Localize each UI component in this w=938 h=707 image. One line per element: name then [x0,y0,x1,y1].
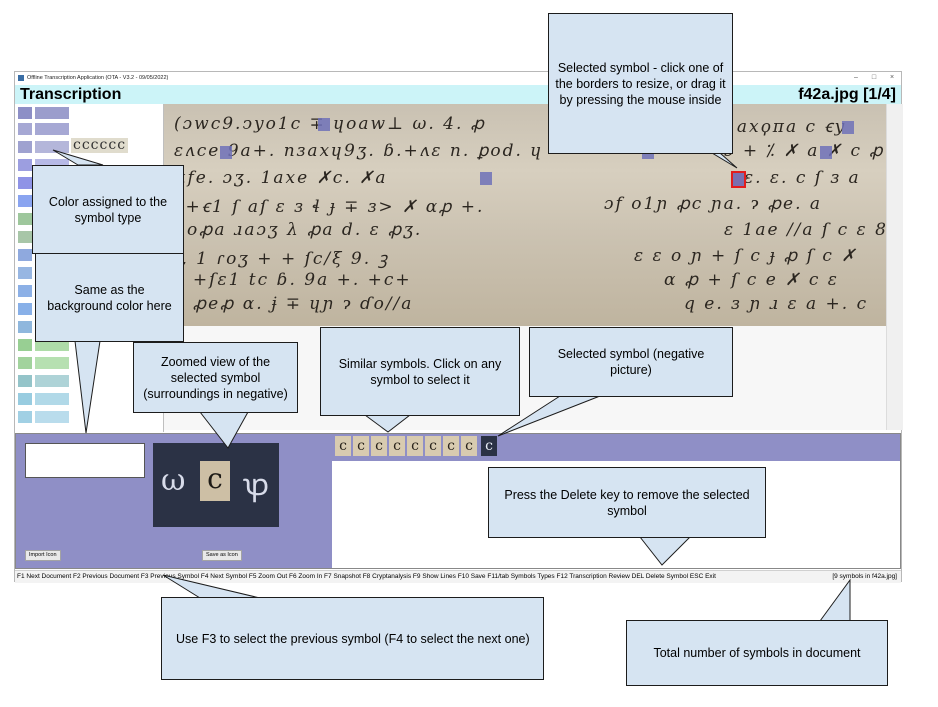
callout-zoomed-view: Zoomed view of the selected symbol (surr… [133,342,298,413]
maximize-button[interactable]: □ [871,74,877,81]
status-bar: F1 Next Document F2 Previous Document F3… [15,570,901,583]
manuscript-line: ɑ ꝓ + ſ c e ✗ c ɛ [664,270,839,290]
manuscript-line: ɔ+ꞓ1 ſ aſ ɛ ɜ ɬ ɟ ∓ ɜ> ✗ ɑꝓ +. [174,197,485,217]
zoom-left-glyph: ω [161,463,186,498]
callout-selected-symbol: Selected symbol - click one of the borde… [548,13,733,154]
zoomed-symbol-view: ω c ꝕ [153,443,279,527]
manuscript-line: q e. ɜ ɲ ɹ ɛ a +. c [684,294,869,314]
image-scrollbar[interactable] [886,104,903,430]
callout-color-assigned: Color assigned to the symbol type [32,165,184,254]
minimize-button[interactable]: – [854,74,858,81]
manuscript-line: ɛ. ɛ. c ſ ɜ a [744,168,861,188]
app-title: Offline Transcription Application (OTA -… [27,75,169,81]
marked-symbol[interactable] [220,146,232,159]
manuscript-line: ɟ, 1 ɾoʒ + + ſc/ξ 9. ꝫ [174,249,390,269]
callout-selected-negative: Selected symbol (negative picture) [529,327,733,397]
similar-symbol[interactable]: c [389,436,405,456]
similar-symbol[interactable]: c [443,436,459,456]
callout-total-symbols: Total number of symbols in document [626,620,888,686]
callout-similar-symbols: Similar symbols. Click on any symbol to … [320,327,520,416]
callout-pointer [819,578,851,622]
marked-symbol[interactable] [318,118,330,131]
manuscript-line: ɲoꝓa ɹaɔʒ λ ꝓa d. ɛ ꝓʒ. [174,220,423,240]
marked-symbol[interactable] [842,121,854,134]
page-title: Transcription [20,86,122,103]
selected-similar-symbol[interactable]: c [481,436,497,456]
callout-delete-key: Press the Delete key to remove the selec… [488,467,766,538]
symbol-type-preview: cccccc [71,137,129,153]
manuscript-image[interactable]: (ɔwc9.ↄyo1c ∓ ɥoaw⊥ ω. 4. ꝓ ɛʌce 9a+. nɜ… [164,104,902,326]
similar-symbol[interactable]: c [335,436,351,456]
similar-symbols-bar: c c c c c c c c c [332,434,900,461]
selected-symbol-box[interactable] [731,171,746,188]
symbol-color-box[interactable] [25,443,145,478]
similar-symbol[interactable]: c [371,436,387,456]
manuscript-line: ɛʌce 9a+. nɜaxɥ9ʒ. ɓ.+ʌɛ n. ꝑod. ɥ [174,141,544,161]
symbol-detail-panel: ω c ꝕ Import Icon Save as Icon c c c c c… [15,433,901,569]
header-bar: Transcription f42a.jpg [1/4] [15,85,901,104]
manuscript-line: ɛ ɛ o ɲ + ſ c ɟ ꝓ ſ c ✗ [634,246,858,266]
zoom-selected-glyph: c [200,461,230,501]
document-title: f42a.jpg [1/4] [798,86,896,103]
marked-symbol[interactable] [480,172,492,185]
manuscript-line: ɑfe. ɔʒ. 1axe ✗c. ✗a [174,168,388,188]
zoom-right-glyph: ꝕ [243,468,270,503]
similar-symbol[interactable]: c [461,436,477,456]
callout-f3-hint: Use F3 to select the previous symbol (F4… [161,597,544,680]
symbol-editor: ω c ꝕ Import Icon Save as Icon [16,434,332,568]
save-as-icon-button[interactable]: Save as Icon [202,550,242,561]
close-button[interactable]: × [889,74,895,81]
manuscript-line: ɔ ꝓeꝓ ɑ. ɉ ∓ ɥɲ ɂ ɗo//a [174,294,414,314]
import-icon-button[interactable]: Import Icon [25,550,61,561]
marked-symbol[interactable] [820,146,832,159]
similar-symbol[interactable]: c [407,436,423,456]
manuscript-line: c +ſɛ1 tc ɓ. 9a +. +c+ [174,270,412,290]
manuscript-line: ɛ 1ae //a ſ c ɛ 8 [724,220,888,240]
manuscript-line: 1axϙπa c ꞓy [724,117,847,137]
manuscript-line: ɔ + ⁒ ✗ a ✗ c ꝓ ω. [724,141,902,161]
app-icon [18,75,24,81]
similar-symbol[interactable]: c [425,436,441,456]
title-bar: Offline Transcription Application (OTA -… [15,72,901,85]
similar-symbol[interactable]: c [353,436,369,456]
symbol-count: [9 symbols in f42a.jpg] [832,573,897,580]
callout-same-background: Same as the background color here [35,253,184,342]
keyboard-shortcuts: F1 Next Document F2 Previous Document F3… [17,573,716,580]
manuscript-line: ɔf o1ɲ ꝓc ɲa. ɂ ꝓe. a [604,194,823,214]
